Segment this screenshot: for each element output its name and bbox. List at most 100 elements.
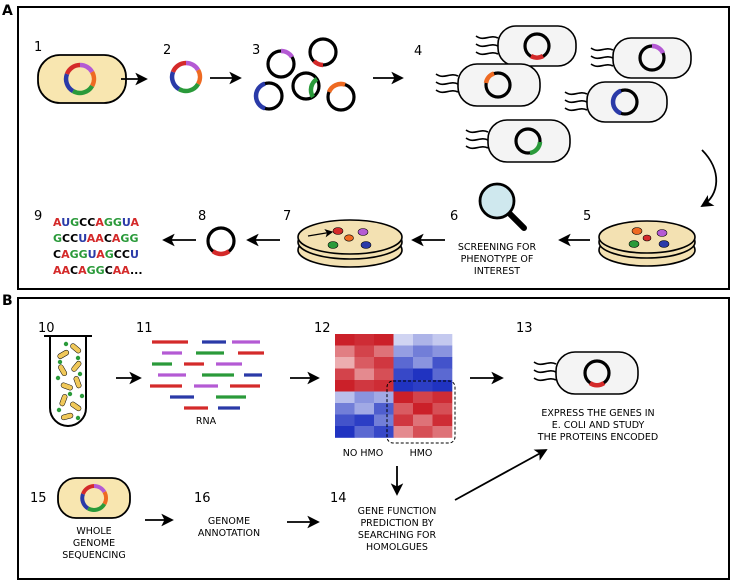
heatmap-cell (393, 380, 414, 392)
gene-function-line-2: PREDICTION BY (360, 518, 433, 529)
heatmap-cell (413, 380, 433, 392)
heatmap-cell (354, 426, 375, 438)
step-number-1: 1 (34, 40, 42, 55)
step-number-14: 14 (330, 491, 347, 506)
heatmap-label-no-hmo: NO HMO (343, 448, 383, 459)
heatmap-cell (432, 426, 453, 438)
heatmap-cell (374, 380, 394, 392)
heatmap-cell (413, 414, 433, 427)
heatmap-cell (413, 334, 433, 346)
step-number-11: 11 (136, 321, 153, 336)
heatmap-cell (335, 391, 355, 404)
annotation-line-1: GENOME (208, 516, 250, 527)
panel-a: A 1 2 3 4 5 6 7 8 9 (2, 3, 730, 290)
panel-b: B 10 11 12 13 14 15 16 (2, 293, 730, 580)
heatmap-cell (354, 391, 375, 404)
heatmap-cell (393, 391, 414, 404)
heatmap-cell (354, 414, 375, 427)
heatmap-cell (374, 426, 394, 438)
step-number-2: 2 (163, 43, 171, 58)
step-number-5: 5 (583, 209, 591, 224)
gene-function-line-1: GENE FUNCTION (358, 506, 437, 517)
gene-function-line-3: SEARCHING FOR (358, 530, 437, 541)
sequenced-bacterium (57, 477, 131, 519)
screening-line-1: SCREENING FOR (458, 242, 537, 253)
step-number-3: 3 (252, 43, 260, 58)
transformed-bacteria (435, 25, 692, 163)
heatmap-cell (354, 380, 375, 392)
heatmap-cell (432, 334, 453, 346)
step-number-8: 8 (198, 209, 206, 224)
wgs-line-3: SEQUENCING (62, 550, 125, 561)
heatmap-cell (413, 357, 433, 369)
panel-a-frame (17, 6, 730, 290)
heatmap-cell (354, 357, 375, 369)
heatmap-cell (393, 334, 414, 346)
step-number-7: 7 (283, 209, 291, 224)
heatmap-cell (393, 426, 414, 438)
isolated-plasmid (169, 60, 203, 94)
wgs-line-1: WHOLE (76, 526, 111, 537)
heatmap-cell (335, 345, 355, 358)
screened-plate (297, 219, 403, 268)
selection-plate (598, 220, 696, 267)
heatmap-cell (335, 403, 355, 415)
sequence-line-4: AACAGGCAA... (53, 264, 143, 277)
heatmap-cell (335, 357, 355, 369)
heatmap-cell (374, 391, 394, 404)
arrow-4-to-5 (700, 149, 718, 207)
panel-b-letter: B (2, 293, 13, 309)
express-line-3: THE PROTEINS ENCODED (537, 432, 658, 443)
sequence-line-1: AUGCCAGGUA (53, 216, 139, 229)
expression-heatmap (335, 334, 453, 438)
heatmap-cell (432, 345, 453, 358)
heatmap-cell (413, 403, 433, 415)
wgs-line-2: GENOME (73, 538, 115, 549)
heatmap-cell (432, 391, 453, 404)
heatmap-cell (374, 368, 394, 381)
heatmap-cell (335, 380, 355, 392)
heatmap-cell (354, 334, 375, 346)
step-number-9: 9 (34, 209, 42, 224)
sequence-line-2: GCCUAACAGG (53, 232, 138, 245)
heatmap-cell (374, 414, 394, 427)
bacterium-with-plasmid (37, 54, 127, 104)
heatmap-cell (335, 334, 355, 346)
heatmap-cell (354, 345, 375, 358)
heatmap-cell (374, 403, 394, 415)
heatmap-cell (413, 391, 433, 404)
heatmap-cell (354, 368, 375, 381)
arrow-14-to-13 (454, 449, 548, 501)
express-line-1: EXPRESS THE GENES IN (541, 408, 654, 419)
heatmap-cell (335, 368, 355, 381)
gene-function-line-4: HOMOLGUES (366, 542, 428, 553)
screening-line-3: INTEREST (474, 266, 520, 277)
plasmid-fragment-library (253, 37, 356, 112)
heatmap-cell (432, 414, 453, 427)
heatmap-cell (413, 345, 433, 358)
panel-a-letter: A (2, 3, 13, 19)
heatmap-cell (374, 334, 394, 346)
step-number-6: 6 (450, 209, 458, 224)
annotation-line-2: ANNOTATION (198, 528, 260, 539)
rna-label: RNA (196, 416, 217, 427)
screening-line-2: PHENOTYPE OF (461, 254, 534, 265)
step-number-10: 10 (38, 321, 55, 336)
heatmap-cell (374, 345, 394, 358)
step-number-4: 4 (414, 44, 422, 59)
expression-host-bacterium (533, 351, 639, 395)
express-line-2: E. COLI AND STUDY (552, 420, 645, 431)
heatmap-cell (335, 426, 355, 438)
heatmap-cell (432, 368, 453, 381)
heatmap-cell (432, 403, 453, 415)
sequence-block: AUGCCAGGUAGCCUAACAGGCAGGUAGCCUAACAGGCAA.… (53, 216, 143, 277)
heatmap-cell (374, 357, 394, 369)
heatmap-cell (354, 403, 375, 415)
heatmap-cell (413, 426, 433, 438)
hmo-selection-box (386, 380, 456, 444)
magnifier-icon (478, 182, 527, 231)
step-number-15: 15 (30, 491, 47, 506)
rna-fragments (150, 340, 264, 410)
selected-plasmid (206, 226, 236, 257)
